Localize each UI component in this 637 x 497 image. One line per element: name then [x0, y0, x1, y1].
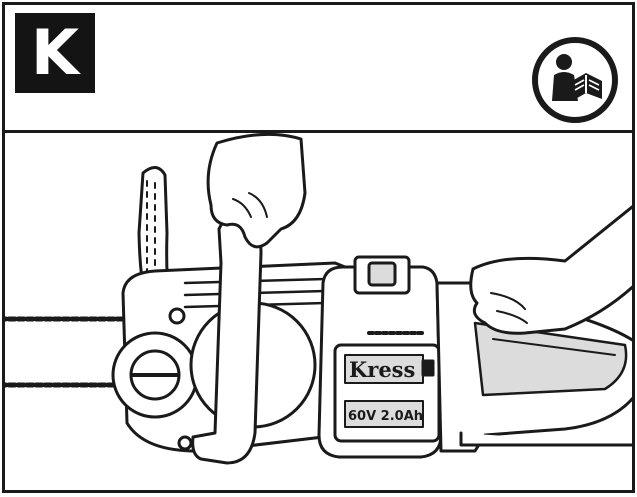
- rating-label: 60V 2.0Ah: [348, 409, 423, 424]
- chainsaw-illustration: Kress 60V 2.0Ah: [5, 133, 632, 465]
- figure-header: K: [5, 5, 632, 133]
- read-manual-icon: [532, 37, 618, 123]
- step-letter: K: [30, 16, 80, 89]
- step-badge: K: [15, 13, 95, 93]
- left-hand: [206, 133, 307, 249]
- brand-label: Kress: [349, 357, 415, 382]
- right-hand: [469, 205, 632, 335]
